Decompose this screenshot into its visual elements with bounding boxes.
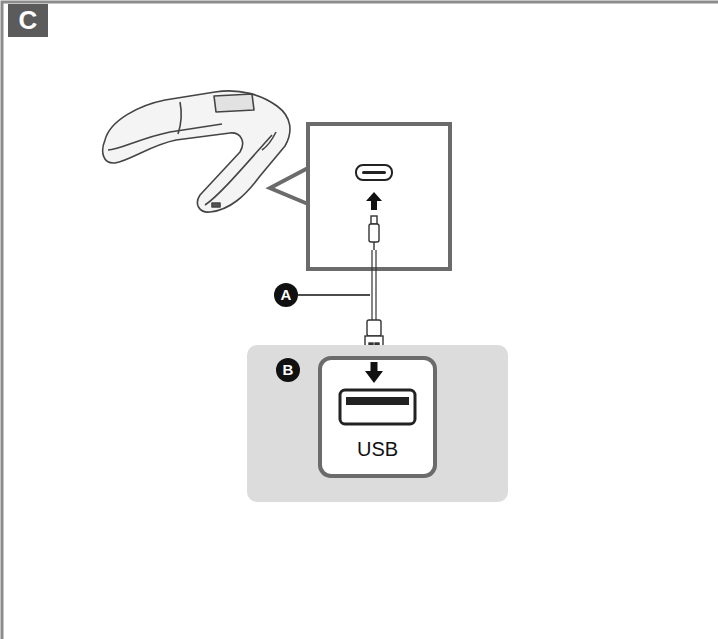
usb-c-tongue [362, 171, 386, 174]
callout-letter: B [276, 358, 300, 382]
inset-box [308, 124, 450, 269]
usb-c-port [356, 165, 392, 180]
callout-letter: A [274, 283, 298, 307]
insert-arrow-up [366, 192, 382, 210]
grey-area: B USB [247, 345, 508, 502]
neckband-speaker [103, 91, 290, 212]
callout-pointer [270, 168, 308, 204]
usb-socket-box: USB [318, 356, 437, 478]
leader-line [298, 294, 370, 296]
usb-cable [365, 216, 383, 362]
port-label: USB [322, 438, 433, 461]
panel-letter: C [8, 4, 48, 37]
insert-arrow-down [365, 362, 383, 383]
